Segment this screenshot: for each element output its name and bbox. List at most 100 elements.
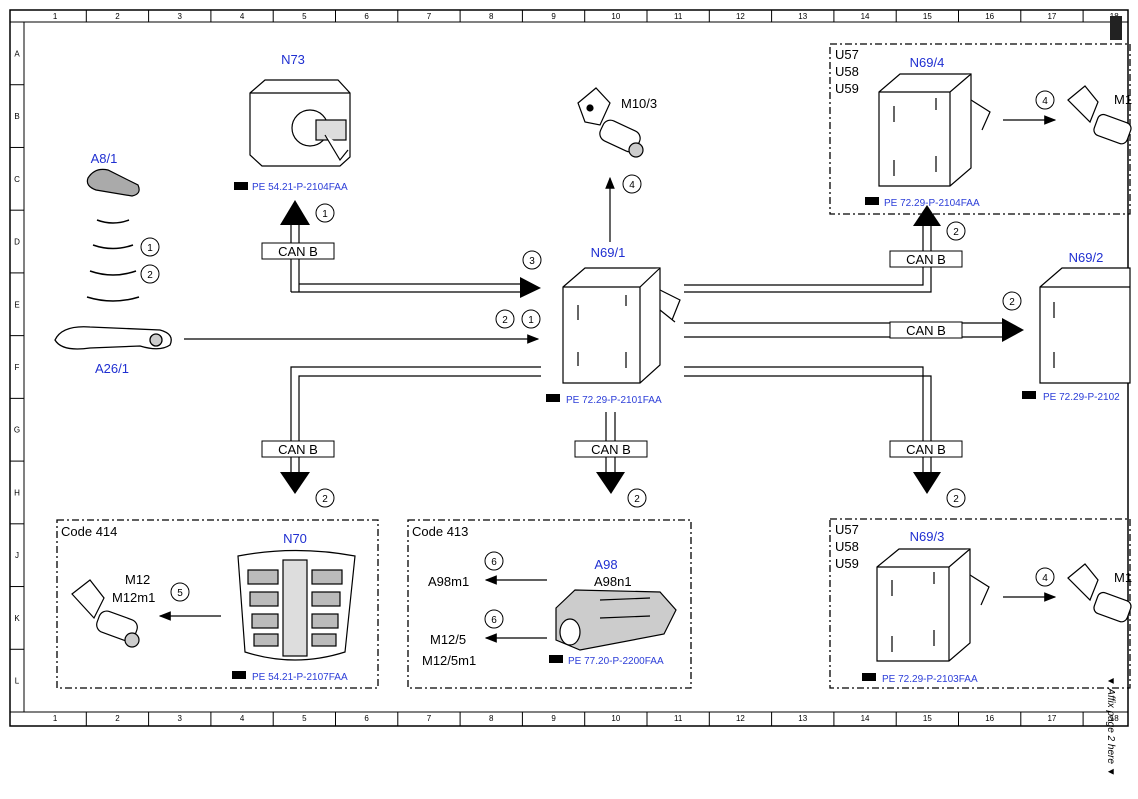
reference-links[interactable]: PE 54.21-P-2104FAA PE 72.29-P-2101FAA PE… — [252, 182, 1120, 685]
label-n69-2: N69/2 — [1069, 250, 1104, 265]
row-tick-label: B — [14, 112, 19, 121]
column-tick-label: 11 — [674, 12, 683, 21]
column-tick-label: 3 — [178, 12, 183, 21]
row-tick-label: C — [14, 175, 20, 184]
svg-text:2: 2 — [1009, 297, 1015, 308]
label-m12: M12 — [125, 572, 150, 587]
column-tick-label: 5 — [302, 12, 307, 21]
column-tick-label: 14 — [861, 714, 870, 723]
sunroof-motor-icon — [71, 579, 140, 648]
svg-text:1: 1 — [528, 315, 534, 326]
column-tick-label: 2 — [115, 12, 120, 21]
column-tick-label: 8 — [489, 12, 494, 21]
label-a8-1: A8/1 — [91, 151, 118, 166]
column-tick-label: 17 — [1047, 12, 1056, 21]
row-tick-label: J — [15, 551, 19, 560]
label-n73: N73 — [281, 52, 305, 67]
svg-text:U57: U57 — [835, 47, 859, 62]
label-n69-4: N69/4 — [910, 55, 945, 70]
column-tick-label: 13 — [798, 714, 807, 723]
mirror-motor-icon — [1067, 85, 1132, 623]
column-tick-label: 18 — [1110, 714, 1119, 723]
column-tick-label: 15 — [923, 12, 932, 21]
svg-text:2: 2 — [634, 494, 640, 505]
column-tick-label: 10 — [611, 714, 620, 723]
ref-n69-3[interactable]: PE 72.29-P-2103FAA — [882, 674, 978, 685]
column-tick-label: 14 — [861, 12, 870, 21]
row-tick-label: F — [15, 363, 20, 372]
label-a26-1: A26/1 — [95, 361, 129, 376]
svg-text:4: 4 — [1042, 96, 1048, 107]
svg-text:4: 4 — [629, 180, 635, 191]
ref-n70[interactable]: PE 54.21-P-2107FAA — [252, 672, 348, 683]
label-m10-3: M10/3 — [621, 96, 657, 111]
component-labels: N73 A8/1 A26/1 M10/3 N69/1 N69/4 N69/2 N… — [61, 47, 1132, 668]
can-b-label: CAN B — [278, 244, 318, 259]
ref-n69-1[interactable]: PE 72.29-P-2101FAA — [566, 395, 662, 406]
can-b-label: CAN B — [591, 442, 631, 457]
svg-text:1: 1 — [322, 209, 328, 220]
can-b-label: CAN B — [906, 442, 946, 457]
svg-text:5: 5 — [177, 588, 183, 599]
label-n69-1: N69/1 — [591, 245, 626, 260]
svg-text:4: 4 — [1042, 573, 1048, 584]
column-tick-label: 8 — [489, 714, 494, 723]
column-tick-label: 5 — [302, 714, 307, 723]
label-n70: N70 — [283, 531, 307, 546]
can-b-label: CAN B — [906, 323, 946, 338]
svg-text:U58: U58 — [835, 539, 859, 554]
label-m12-5: M12/5 — [430, 632, 466, 647]
label-n69-3: N69/3 — [910, 529, 945, 544]
svg-text:M1: M1 — [1114, 570, 1132, 585]
column-tick-label: 1 — [53, 12, 58, 21]
column-tick-label: 10 — [611, 12, 620, 21]
column-tick-label: 12 — [736, 12, 745, 21]
svg-text:6: 6 — [491, 557, 497, 568]
label-code-414: Code 414 — [61, 524, 117, 539]
column-tick-label: 16 — [985, 714, 994, 723]
roller-blind-motor-icon — [555, 589, 677, 651]
column-tick-label: 16 — [985, 12, 994, 21]
column-tick-label: 9 — [551, 12, 556, 21]
column-tick-label: 7 — [427, 714, 432, 723]
ignition-switch-icon — [249, 79, 351, 167]
svg-text:U59: U59 — [835, 81, 859, 96]
svg-text:3: 3 — [529, 256, 535, 267]
row-tick-label: H — [14, 488, 20, 497]
row-tick-label: D — [14, 238, 20, 247]
control-module-n69-2 — [1039, 267, 1131, 384]
row-tick-label: L — [15, 677, 20, 686]
ref-a98[interactable]: PE 77.20-P-2200FAA — [568, 656, 664, 667]
label-a98: A98 — [594, 557, 617, 572]
row-tick-label: G — [14, 426, 20, 435]
svg-text:2: 2 — [502, 315, 508, 326]
step-markers — [140, 90, 1055, 629]
svg-text:2: 2 — [953, 227, 959, 238]
svg-text:1: 1 — [147, 243, 153, 254]
column-tick-label: 2 — [115, 714, 120, 723]
label-code-413: Code 413 — [412, 524, 468, 539]
label-m12-5m1: M12/5m1 — [422, 653, 476, 668]
door-handle-icon — [54, 326, 172, 350]
row-tick-label: A — [14, 49, 20, 58]
affix-note: ▼ Affix page 2 here ▼ — [1105, 676, 1116, 777]
column-tick-label: 4 — [240, 714, 245, 723]
can-b-label: CAN B — [278, 442, 318, 457]
ref-n69-4[interactable]: PE 72.29-P-2104FAA — [884, 198, 980, 209]
column-tick-label: 7 — [427, 12, 432, 21]
label-m12m1: M12m1 — [112, 590, 155, 605]
dashed-boxes — [56, 43, 1131, 689]
svg-text:2: 2 — [147, 270, 153, 281]
overhead-control-panel-icon — [237, 549, 356, 661]
row-tick-label: K — [14, 614, 20, 623]
svg-text:2: 2 — [322, 494, 328, 505]
ref-n69-2[interactable]: PE 72.29-P-2102 — [1043, 392, 1120, 403]
column-tick-label: 3 — [178, 714, 183, 723]
row-tick-label: E — [14, 300, 19, 309]
svg-text:U59: U59 — [835, 556, 859, 571]
actuator-motor-icon — [577, 87, 644, 158]
can-b-labels: CAN B CAN B CAN B CAN B CAN B CAN B — [261, 242, 963, 458]
label-a98m1: A98m1 — [428, 574, 469, 589]
ref-n73[interactable]: PE 54.21-P-2104FAA — [252, 182, 348, 193]
